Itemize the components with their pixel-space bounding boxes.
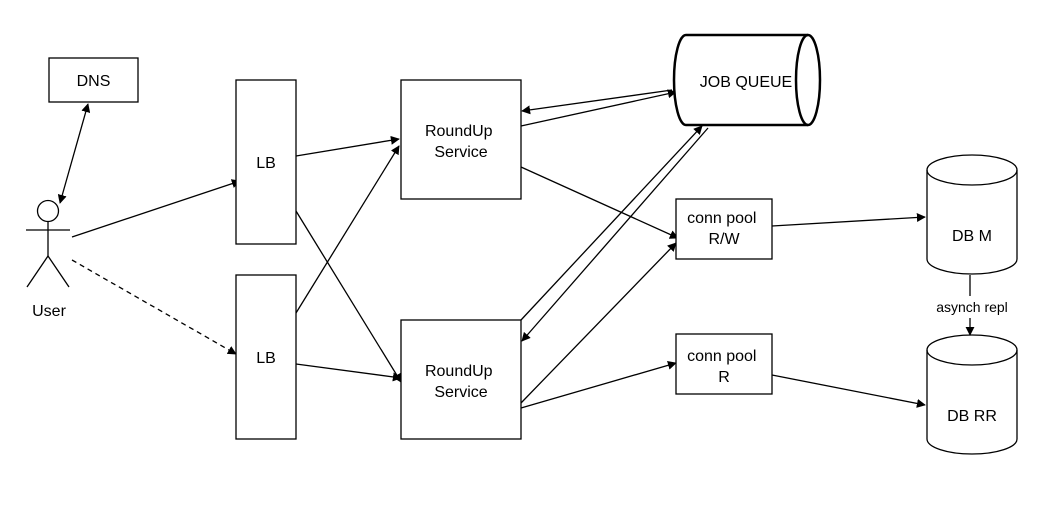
edge-poolrw-dbm: [771, 212, 926, 227]
edge-user-dns: [57, 103, 91, 204]
service-bottom-node: RoundUp Service: [400, 319, 522, 440]
service-top-line-2: Service: [434, 144, 487, 161]
db-replica-label: DB RR: [947, 408, 997, 425]
edge-queue-svcbottom: [521, 127, 709, 342]
db-master-label: DB M: [952, 228, 992, 245]
replication-label: asynch repl: [936, 299, 1008, 315]
service-bottom-line-2: Service: [434, 384, 487, 401]
edge-lbtop-svcbottom: [295, 210, 402, 383]
dns-node: DNS: [48, 57, 139, 103]
pool-rw-line-1: conn pool: [687, 210, 756, 227]
db-master-node: DB M: [926, 154, 1018, 275]
user-label: User: [32, 303, 66, 320]
edge-lbbottom-svcbottom: [295, 363, 402, 382]
replication-label-group: asynch repl: [924, 296, 1020, 318]
edge-lbbottom-svctop: [295, 145, 400, 314]
edge-poolr-dbrr: [771, 374, 926, 408]
edge-svctop-queue: [520, 89, 677, 127]
lb-top-label: LB: [256, 155, 276, 172]
edge-user-lb-bottom: [71, 259, 237, 355]
user-icon: [36, 199, 60, 223]
edge-svctop-poolrw: [520, 166, 679, 239]
lb-bottom-label: LB: [256, 350, 276, 367]
pool-rw-line-2: R/W: [708, 231, 740, 248]
edge-lbtop-svctop: [295, 135, 400, 157]
service-bottom-label: RoundUp Service: [425, 363, 497, 401]
job-queue-label: JOB QUEUE: [700, 74, 792, 91]
service-top-label: RoundUp Service: [425, 123, 497, 161]
user-actor: User: [26, 199, 70, 320]
pool-r-line-1: conn pool: [687, 348, 756, 365]
dns-label: DNS: [77, 73, 111, 90]
pool-rw-label: conn pool R/W: [687, 210, 761, 248]
edge-user-lb-top: [71, 179, 241, 238]
service-top-node: RoundUp Service: [400, 79, 522, 200]
pool-r-label: conn pool R: [687, 348, 761, 386]
edge-svcbottom-poolr: [520, 360, 677, 409]
job-queue-node: JOB QUEUE: [672, 33, 822, 127]
lb-bottom-node: LB: [235, 274, 297, 440]
service-bottom-line-1: RoundUp: [425, 363, 493, 380]
lb-top-node: LB: [235, 79, 297, 245]
edge-svcbottom-queue: [520, 125, 703, 321]
edge-queue-svctop: [521, 89, 673, 115]
service-top-line-1: RoundUp: [425, 123, 493, 140]
db-replica-node: DB RR: [926, 334, 1018, 455]
edges: [57, 89, 975, 409]
edge-svcbottom-poolrw: [520, 242, 677, 404]
pool-r-node: conn pool R: [675, 333, 773, 395]
pool-r-line-2: R: [718, 369, 730, 386]
pool-rw-node: conn pool R/W: [675, 198, 773, 260]
